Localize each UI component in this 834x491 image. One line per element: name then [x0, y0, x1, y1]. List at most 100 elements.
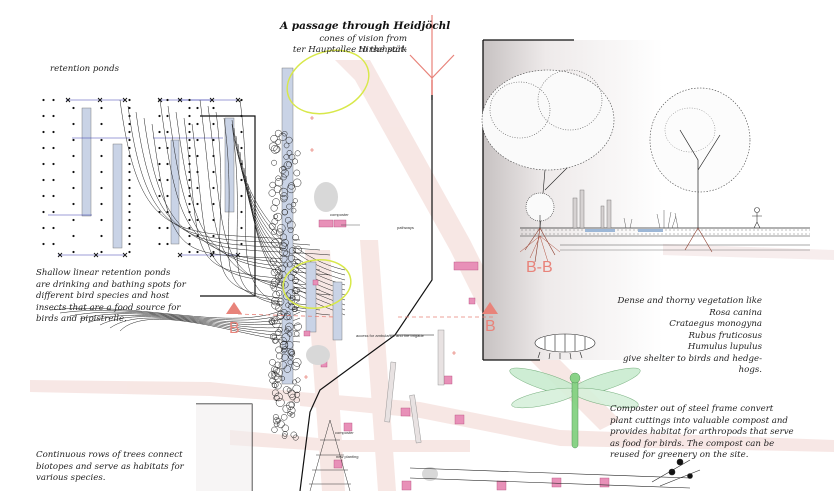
tree-canopy — [269, 257, 277, 265]
section-shrub — [525, 192, 555, 228]
tree-canopy — [282, 404, 291, 413]
section-posts — [572, 189, 612, 229]
composter-note-line: Composter out of steel frame convert — [610, 404, 774, 414]
pond-dot — [72, 186, 75, 190]
pond-dot — [158, 114, 161, 118]
tree-canopy — [275, 304, 282, 312]
tree-canopy — [271, 382, 277, 388]
flight-curve — [159, 99, 311, 266]
vision-cones — [282, 49, 370, 309]
pond-dot — [188, 178, 191, 182]
tree-canopy — [268, 318, 276, 325]
tree-canopy — [283, 262, 289, 268]
pond-dot — [188, 106, 191, 110]
tree-canopy — [292, 358, 302, 367]
tree-canopy — [268, 371, 276, 379]
pond-dot — [42, 210, 45, 214]
pond-dot — [72, 170, 75, 174]
vegetation-note-line: hogs. — [738, 365, 762, 375]
vegetation-note-line: give shelter to birds and hedge- — [623, 353, 762, 364]
flight-curve — [49, 299, 301, 319]
pond-dot — [100, 234, 103, 238]
tree-canopy — [281, 347, 287, 354]
pond-dot — [100, 250, 103, 254]
tree-canopy — [287, 359, 293, 365]
section-tree-right — [649, 87, 751, 253]
tree-canopy — [278, 166, 287, 174]
tree-canopy — [274, 382, 282, 390]
tree-canopy — [269, 359, 276, 366]
pond-marker — [93, 252, 99, 258]
tree-canopy — [284, 217, 292, 224]
tree-canopy — [280, 309, 288, 316]
pond-dot — [166, 178, 169, 182]
pond-dot — [72, 250, 75, 254]
flight-curve — [109, 317, 301, 337]
pond-dot — [100, 170, 103, 174]
tree-canopy — [280, 192, 289, 201]
pond-dot — [128, 250, 131, 254]
pond-dot — [128, 130, 131, 134]
pond-dot — [240, 146, 243, 150]
composter-label: composter — [330, 212, 349, 217]
pond-dot — [72, 234, 75, 238]
tree-canopy — [268, 222, 276, 230]
tree-canopy — [274, 361, 282, 369]
retention-ponds-label: retention ponds — [50, 64, 120, 74]
section-marker-right: B — [485, 318, 496, 335]
diagram-title: A passage through Heidjöchl — [280, 20, 451, 32]
tree-canopy — [269, 319, 275, 325]
tree-canopy — [275, 273, 282, 281]
ponds-note-line: are drinking and bathing spots for — [36, 279, 186, 290]
pond-dot — [100, 202, 103, 206]
tree-canopy — [285, 322, 294, 332]
pond-dot — [52, 194, 55, 198]
access-label: access for ambulance and fire brigade — [356, 333, 424, 338]
tree-canopy — [287, 226, 294, 233]
flight-curve — [119, 319, 301, 343]
section-panel — [481, 39, 810, 361]
pond-dot — [52, 242, 55, 246]
flight-curve — [59, 305, 301, 321]
pond-dot — [158, 226, 161, 230]
pond-dot — [42, 226, 45, 230]
tree-canopy — [289, 295, 296, 302]
tree-canopy — [288, 153, 296, 161]
tree-canopy — [292, 158, 298, 165]
tree-canopy — [275, 175, 281, 181]
tree-canopy — [290, 207, 297, 214]
pond-dot — [240, 242, 243, 246]
pond-dot — [42, 146, 45, 150]
pond-dot — [128, 178, 131, 182]
pond-dot — [100, 218, 103, 222]
pond-dot — [240, 98, 243, 102]
pond-dot — [52, 226, 55, 230]
tree-canopy — [291, 361, 300, 371]
tree-canopy — [276, 228, 284, 236]
pond-dot — [212, 106, 215, 110]
tree-canopy — [286, 220, 296, 230]
tree-canopy — [281, 333, 291, 342]
composter-note-line: reused for greenery on the site. — [610, 450, 749, 460]
tree-canopy — [279, 187, 288, 197]
tree-canopy — [292, 277, 299, 284]
tree-canopy — [271, 285, 277, 292]
tree-canopy — [283, 142, 290, 149]
tree-canopy — [286, 289, 296, 299]
tree-canopy — [294, 263, 300, 269]
pond-dot — [128, 186, 131, 190]
tree-canopy — [274, 392, 283, 402]
pond-dot — [128, 242, 131, 246]
tree-canopy — [280, 414, 288, 421]
section-roots — [519, 235, 561, 263]
tree-canopy — [282, 431, 288, 437]
pond-dot — [196, 202, 199, 206]
tree-canopy — [283, 154, 289, 160]
tree-canopy — [286, 314, 292, 321]
diagram-subtitle-line2: ter Hauptallee to the park — [292, 45, 407, 55]
tree-canopy — [287, 406, 296, 415]
vegetation-note-line: Crataegus monogyna — [669, 319, 762, 329]
composter-label: composter — [335, 430, 354, 435]
pond-marker — [122, 97, 128, 103]
